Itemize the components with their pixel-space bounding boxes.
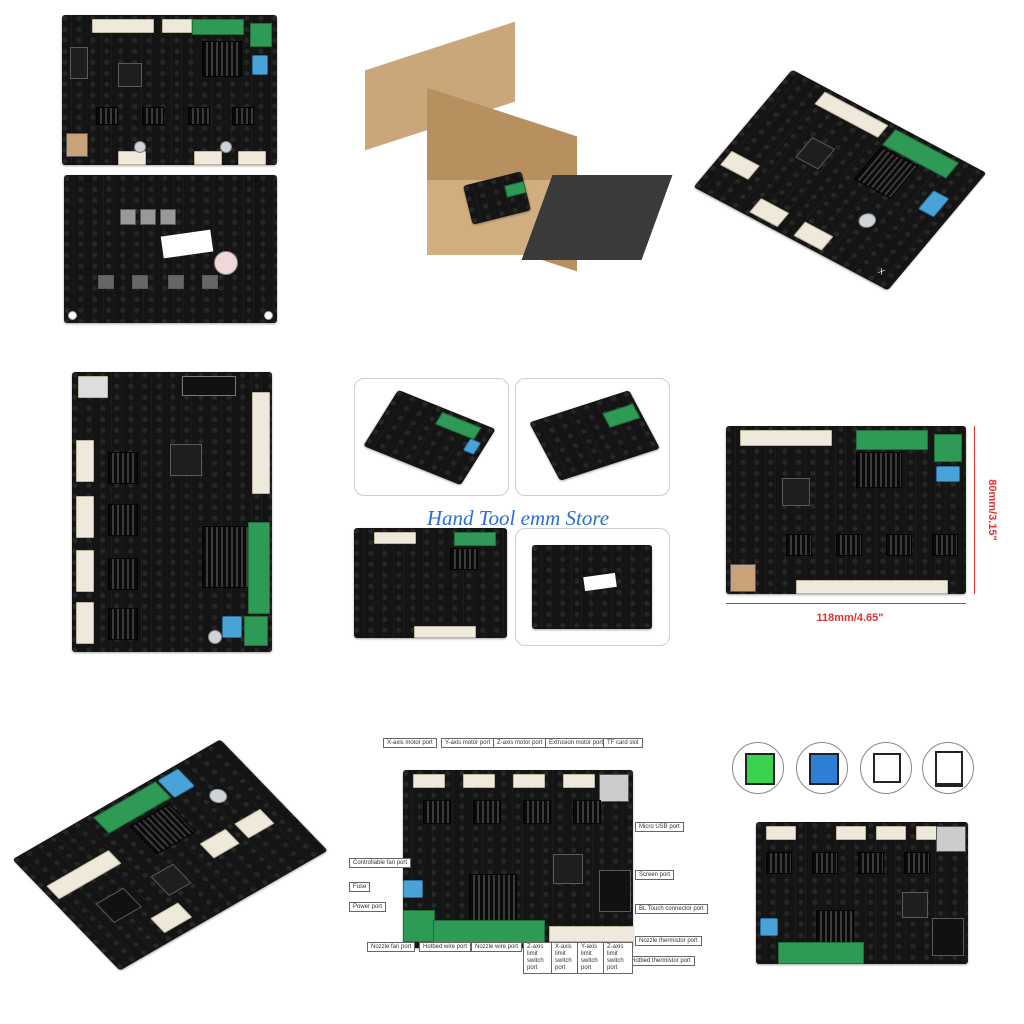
store-watermark: Hand Tool emm Store	[426, 506, 610, 530]
board-diagram-image	[403, 770, 633, 948]
callout-z-limit-switch-port-2: Z-axis limit switch port	[603, 942, 633, 974]
product-thumb-angled-2[interactable]	[10, 720, 330, 980]
callout-bl-touch-port: BL Touch connector port	[635, 904, 708, 914]
board-angled-image: X	[693, 69, 987, 291]
product-thumb-port-diagram[interactable]: X-axis motor port Y-axis motor port Z-ax…	[345, 730, 708, 975]
board-front-image	[62, 15, 277, 165]
callout-y-limit-switch-port: Y-axis limit switch port	[577, 942, 607, 974]
callout-power-port: Power port	[349, 902, 387, 912]
callout-nozzle-wire-port: Nozzle wire port	[471, 942, 523, 952]
callout-hotbed-thermistor-port: Hotbed thermistor port	[627, 956, 695, 966]
width-dimension-label: 118mm/4.65"	[816, 612, 884, 624]
callout-micro-usb-port: Micro USB port	[635, 822, 684, 832]
product-thumb-front-back[interactable]	[62, 15, 277, 325]
collage-card-2	[515, 378, 670, 496]
product-thumb-compatible-printers[interactable]	[732, 742, 1002, 967]
callout-y-axis-motor-port: Y-axis motor port	[441, 738, 495, 748]
product-thumb-vertical[interactable]	[72, 372, 272, 652]
callout-tf-card-slot: TF card slot	[603, 738, 643, 748]
callout-nozzle-thermistor-port: Nozzle thermistor port	[635, 936, 702, 946]
printer-green-icon	[732, 742, 784, 794]
board-angled-2-image	[12, 739, 328, 971]
collage-card-3	[354, 528, 507, 638]
callout-hotbed-wire-port: Hotbed wire port	[419, 942, 472, 952]
board-dimension-image	[726, 426, 966, 594]
height-dimension-line	[974, 426, 975, 594]
board-back-image	[64, 175, 277, 323]
height-dimension-label: 80mm/3.15"	[986, 479, 998, 541]
callout-screen-port: Screen port	[635, 870, 675, 880]
printer-frame-icon	[860, 742, 912, 794]
callout-x-limit-switch-port: X-axis limit switch port	[551, 942, 581, 974]
collage-card-4	[515, 528, 670, 646]
callout-z-axis-motor-port: Z-axis motor port	[493, 738, 547, 748]
width-dimension-line	[726, 603, 966, 604]
callout-fuse: Fuse	[349, 882, 371, 892]
product-thumb-dimensions[interactable]: 80mm/3.15" 118mm/4.65"	[720, 420, 1010, 635]
board-vertical-image	[72, 372, 272, 652]
board-compat-image	[756, 822, 968, 964]
product-thumb-collage[interactable]: Hand Tool emm Store	[354, 378, 670, 646]
callout-controllable-fan-port: Controllable fan port	[349, 858, 412, 868]
board-mark-x: X	[876, 266, 887, 277]
callout-z-limit-switch-port: Z-axis limit switch port	[523, 942, 553, 974]
collage-card-1	[354, 378, 509, 496]
printer-blue-icon	[796, 742, 848, 794]
callout-nozzle-fan-port: Nozzle fan port	[367, 942, 416, 952]
product-thumb-packaging[interactable]	[357, 20, 673, 272]
printer-open-frame-icon	[922, 742, 974, 794]
callout-x-axis-motor-port: X-axis motor port	[383, 738, 437, 748]
callout-extrusion-motor-port: Extrusion motor port	[545, 738, 608, 748]
product-thumb-angled[interactable]: X	[690, 55, 1000, 310]
